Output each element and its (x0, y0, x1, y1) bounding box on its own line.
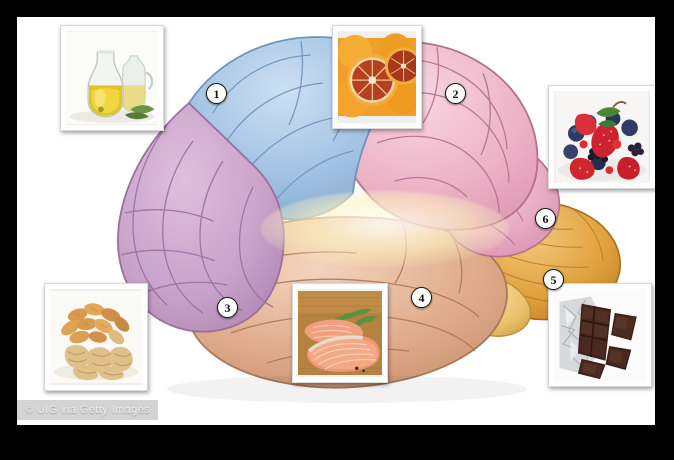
photo-berries-image (554, 91, 650, 183)
marker-4[interactable]: 4 (411, 287, 432, 308)
illustration-canvas: 1 2 3 4 5 6 © UIG via Getty Images (17, 17, 655, 425)
photo-nuts (44, 283, 148, 391)
photo-nuts-image (50, 289, 142, 385)
photo-dark-chocolate-image (554, 289, 646, 381)
photo-citrus-fruit (332, 25, 422, 129)
photo-olive-oil (60, 25, 164, 131)
photo-dark-chocolate (548, 283, 652, 387)
photo-citrus-fruit-image (338, 31, 416, 123)
marker-5[interactable]: 5 (543, 269, 564, 290)
marker-6[interactable]: 6 (535, 208, 556, 229)
watermark-credit: © UIG via Getty Images (17, 400, 159, 420)
photo-oily-fish-image (298, 289, 382, 377)
photo-oily-fish (292, 283, 388, 383)
photo-olive-oil-image (66, 31, 158, 125)
marker-3[interactable]: 3 (217, 297, 238, 318)
photo-berries (548, 85, 655, 189)
marker-2[interactable]: 2 (445, 83, 466, 104)
marker-1[interactable]: 1 (206, 83, 227, 104)
